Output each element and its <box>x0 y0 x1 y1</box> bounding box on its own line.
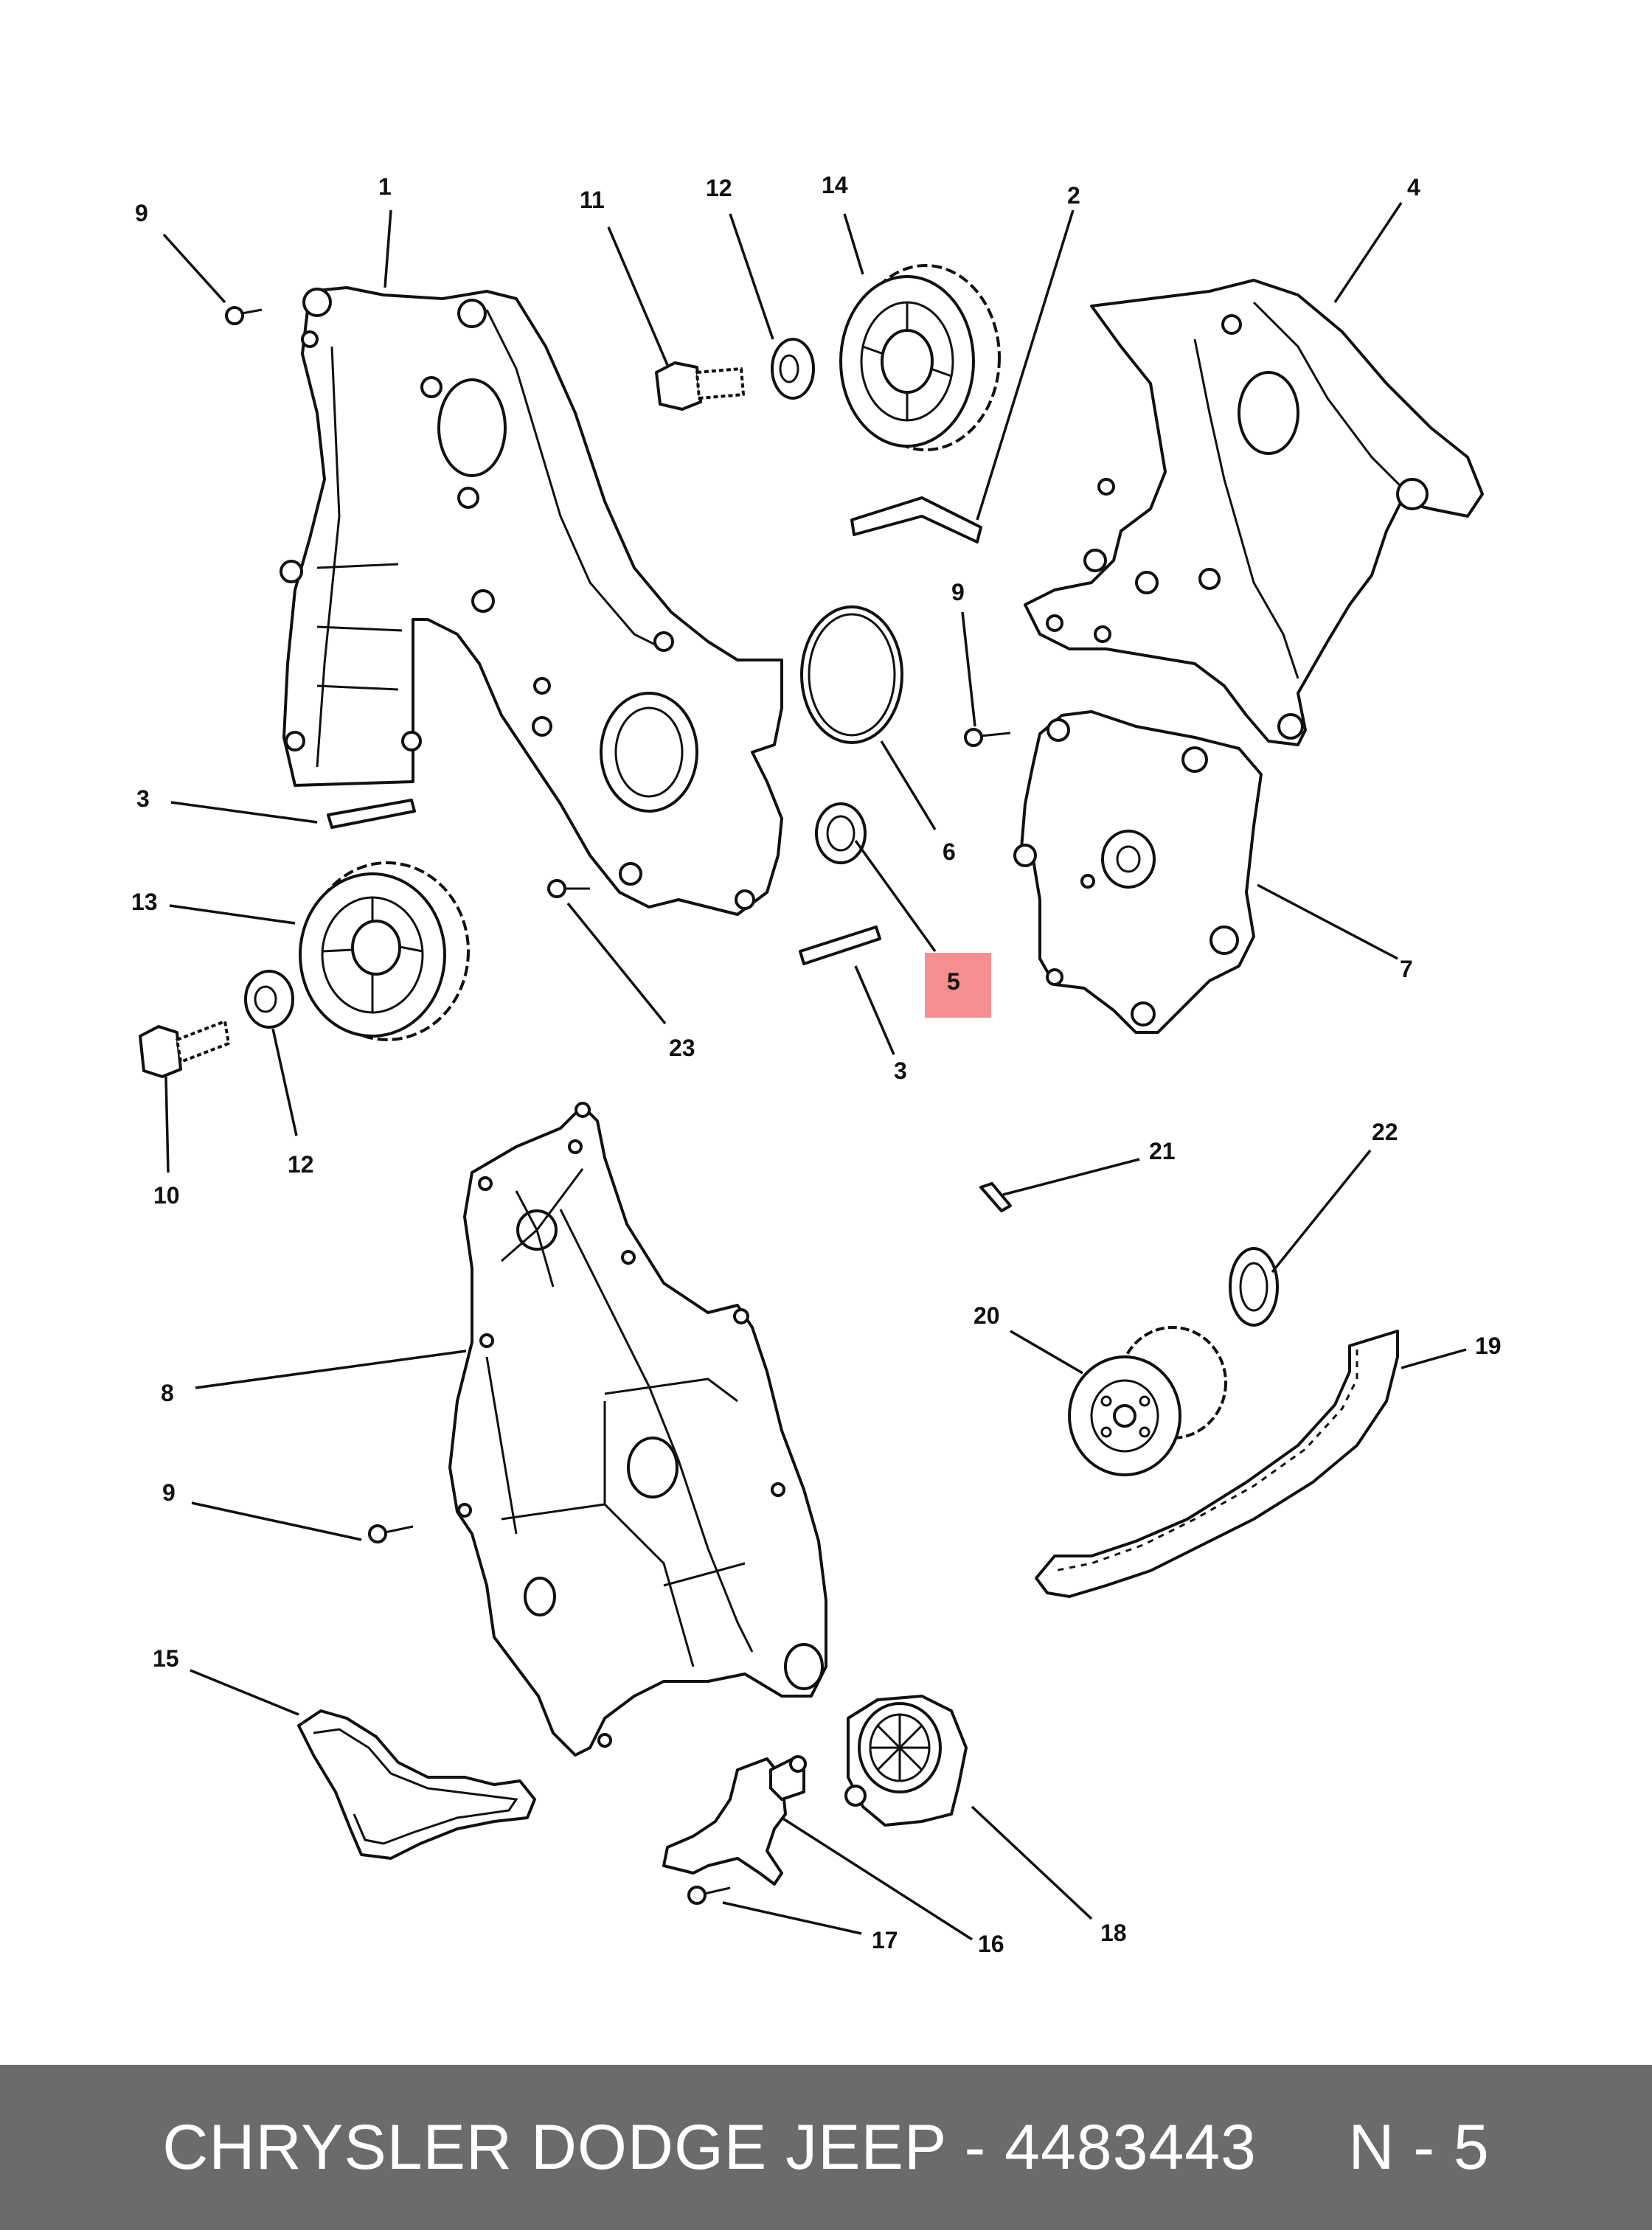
part-2-strip <box>850 496 982 543</box>
callout-14[interactable]: 14 <box>822 172 848 198</box>
callout-12[interactable]: 12 <box>706 175 732 201</box>
part-6-o-ring <box>800 605 903 744</box>
callout-22[interactable]: 22 <box>1372 1119 1398 1145</box>
part-5-seal <box>815 802 867 864</box>
part-8-outer-cover <box>448 1102 827 1757</box>
part-9-bolt-middle <box>964 728 1011 747</box>
part-9-bolt-lower <box>368 1524 414 1543</box>
callout-23[interactable]: 23 <box>669 1035 695 1061</box>
callout-1[interactable]: 1 <box>378 173 392 200</box>
callout-5[interactable]: 5 <box>947 968 960 995</box>
callout-2[interactable]: 2 <box>1067 182 1080 209</box>
part-22-seal <box>1229 1247 1279 1327</box>
callout-21[interactable]: 21 <box>1149 1138 1176 1164</box>
callout-9[interactable]: 9 <box>162 1479 176 1506</box>
part-7-cover-plate <box>1013 710 1263 1034</box>
callout-17[interactable]: 17 <box>872 1927 898 1953</box>
callout-6[interactable]: 6 <box>943 838 956 865</box>
callout-9[interactable]: 9 <box>951 579 965 605</box>
part-23-bolt <box>547 879 590 898</box>
footer-bar: CHRYSLER DODGE JEEP - 4483443 N - 5 <box>0 2065 1652 2230</box>
callout-15[interactable]: 15 <box>153 1645 179 1672</box>
part-12-washer-upper <box>771 338 815 400</box>
callout-9[interactable]: 9 <box>135 200 148 226</box>
callout-18[interactable]: 18 <box>1100 1920 1127 1946</box>
exploded-parts-diagram: 1 2 3 3 4 5 6 7 8 9 9 9 10 11 12 12 13 1… <box>131 172 1502 1957</box>
callout-7[interactable]: 7 <box>1400 956 1413 982</box>
part-3-strip-right <box>799 925 881 965</box>
part-4-bracket <box>1024 279 1484 746</box>
callout-13[interactable]: 13 <box>131 889 158 915</box>
part-21-dowel-pin <box>979 1182 1012 1212</box>
callout-16[interactable]: 16 <box>978 1931 1004 1957</box>
part-14-cam-sprocket <box>839 264 1001 451</box>
part-13-cam-sprocket <box>299 861 470 1041</box>
part-16-tensioner-arm <box>662 1755 807 1886</box>
part-1-timing-housing <box>280 286 783 916</box>
part-9-bolt-upper <box>225 306 263 325</box>
part-15-gasket <box>297 1709 536 1860</box>
callout-20[interactable]: 20 <box>974 1302 1000 1329</box>
callout-labels: 1 2 3 3 4 5 6 7 8 9 9 9 10 11 12 12 13 1… <box>131 172 1502 1957</box>
part-11-bolt <box>655 361 745 411</box>
callout-3[interactable]: 3 <box>136 785 150 812</box>
part-19-timing-belt <box>1035 1330 1399 1598</box>
part-10-bolt <box>139 1020 230 1078</box>
callout-19[interactable]: 19 <box>1475 1333 1502 1359</box>
callout-10[interactable]: 10 <box>153 1182 180 1209</box>
part-3-strip-left <box>327 799 416 829</box>
leader-lines <box>162 202 1467 1941</box>
highlight-box <box>925 953 991 1018</box>
callout-3[interactable]: 3 <box>894 1057 907 1084</box>
part-20-crank-sprocket <box>1068 1326 1227 1476</box>
callout-4[interactable]: 4 <box>1407 174 1420 201</box>
part-18-pulley <box>844 1695 968 1827</box>
part-12-washer-lower <box>244 970 294 1029</box>
callout-11[interactable]: 11 <box>580 187 605 213</box>
part-number-caption: CHRYSLER DODGE JEEP - 4483443 N - 5 <box>162 2111 1490 2183</box>
part-17-bolt <box>687 1886 731 1905</box>
callout-8[interactable]: 8 <box>161 1380 174 1406</box>
callout-12[interactable]: 12 <box>288 1151 314 1178</box>
